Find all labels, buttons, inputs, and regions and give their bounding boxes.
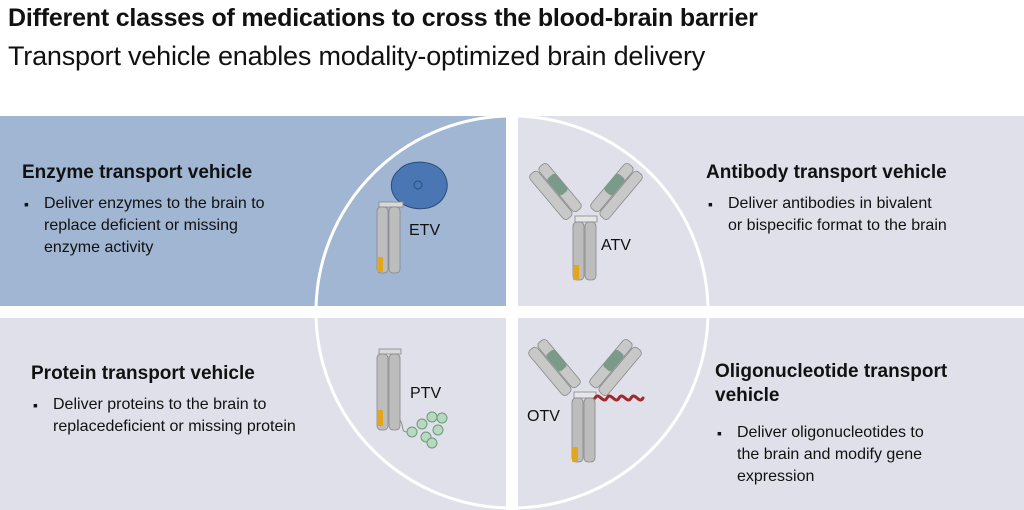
hinge [574,215,598,223]
hinge [573,391,597,399]
etv-heading: Enzyme transport vehicle [22,162,253,183]
fab-binding-site [603,349,624,372]
otv-heading-line: vehicle [715,385,780,406]
atv-bullet-line: Deliver antibodies in bivalent [728,195,932,212]
otv-heading: Oligonucleotide transport vehicle [715,360,947,408]
ptv-molecule [376,348,448,449]
page-title: Different classes of medications to cros… [8,4,758,32]
etv-bullet: Deliver enzymes to the brain to replace … [22,193,265,259]
otv-molecule [528,339,645,463]
ptv-heading: Protein transport vehicle [31,363,255,384]
ptv-bullet-line: Deliver proteins to the brain to [53,396,267,413]
otv-label: OTV [527,408,560,425]
etv-bullet-line: Deliver enzymes to the brain to [44,195,265,212]
linker-bar [378,348,402,355]
fab-arm [528,346,572,396]
fc-chain [571,397,584,463]
otv-bullet-line: expression [737,468,815,485]
ptv-bullet: Deliver proteins to the brain to replace… [31,394,296,438]
fab-binding-site [547,173,568,196]
tfr-binding-site [573,265,579,280]
tfr-binding-site [377,410,383,426]
fab-binding-site [604,173,625,196]
otv-bullet-line: Deliver oligonucleotides to [737,424,924,441]
fc-chain [584,221,597,281]
fab-arm [529,170,573,220]
etv-bullet-line: enzyme activity [44,239,154,256]
fab-binding-site [546,349,567,372]
atv-bullet: Deliver antibodies in bivalent or bispec… [706,193,947,237]
linker-bar [378,201,404,208]
atv-bullet-line: or bispecific format to the brain [728,217,947,234]
atv-label: ATV [601,237,631,254]
protein-cargo [406,411,448,449]
protein-linker [399,419,409,433]
tfr-binding-site [377,257,383,272]
oligonucleotide-strand [593,394,645,402]
fab-arm [599,170,643,220]
atv-heading: Antibody transport vehicle [706,162,947,183]
fab-arm [598,346,642,396]
fc-chain [388,353,401,431]
tfr-binding-site [572,447,578,462]
etv-panel: Enzyme transport vehicle Deliver enzymes… [0,116,506,306]
fc-chain [376,206,389,274]
enzyme-shape [390,161,448,210]
page-subtitle: Transport vehicle enables modality-optim… [8,41,706,71]
ptv-label: PTV [410,385,441,402]
otv-bullet-line: the brain and modify gene [737,446,923,463]
ptv-bullet-line: replacedeficient or missing protein [53,418,296,435]
fc-chain [583,397,596,463]
fc-chain [388,206,401,274]
center-circle [314,114,710,510]
otv-panel: Oligonucleotide transport vehicle Delive… [518,318,1024,510]
ptv-panel: Protein transport vehicle Deliver protei… [0,318,506,510]
etv-bullet-line: replace deficient or missing [44,217,238,234]
atv-molecule [529,163,643,281]
etv-label: ETV [409,222,440,239]
etv-molecule [376,161,448,274]
otv-heading-line: Oligonucleotide transport [715,361,948,382]
otv-bullet: Deliver oligonucleotides to the brain an… [715,422,924,488]
enzyme-active-site [413,180,423,190]
